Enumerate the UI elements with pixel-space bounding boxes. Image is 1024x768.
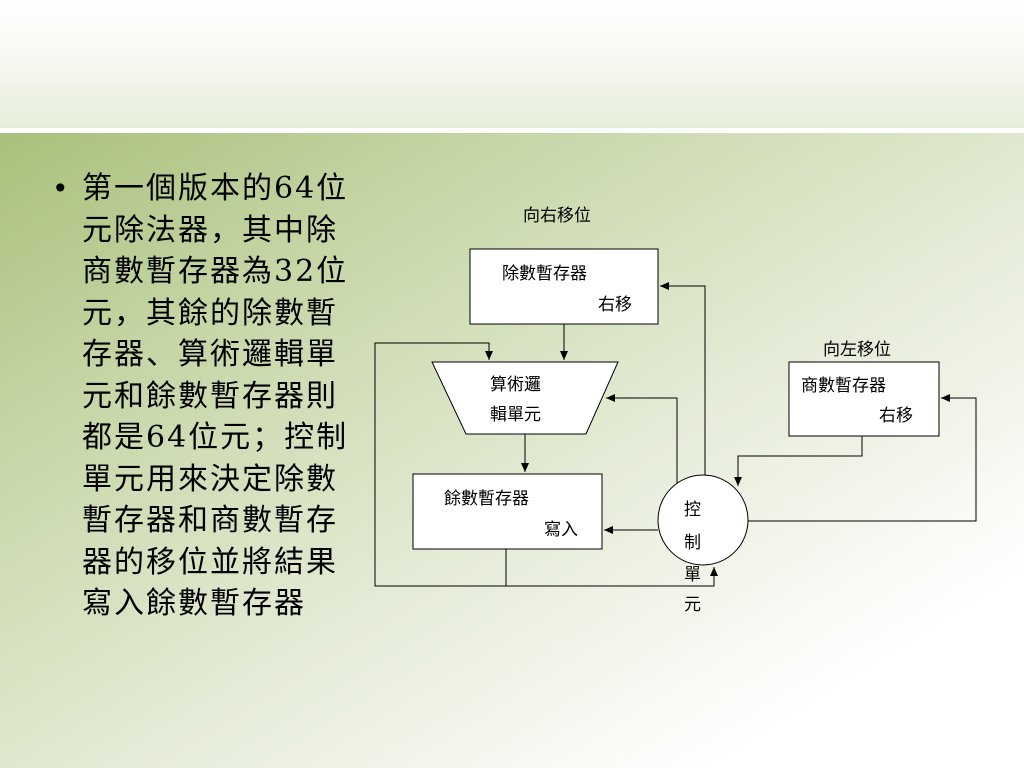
remainder-register-label: 餘數暫存器 xyxy=(444,489,529,509)
arrow-remainder-feedback xyxy=(374,342,507,587)
arrow-control-to-alu xyxy=(606,394,678,483)
bullet-paragraph: • 第一個版本的64位元除法器，其中除商數暫存器為32位元，其餘的除數暫存器、算… xyxy=(52,168,362,625)
divisor-register-label: 除數暫存器 xyxy=(502,264,587,284)
remainder-register-box xyxy=(412,473,603,550)
divisor-register-op: 右移 xyxy=(598,295,632,315)
bullet-icon: • xyxy=(52,172,71,205)
arrow-quotient-to-control xyxy=(734,436,863,486)
arrow-remainder-to-control xyxy=(506,567,718,587)
alu-label-line1: 算術邏 xyxy=(490,375,541,395)
arrow-control-to-divisor xyxy=(660,282,706,475)
quotient-register-label: 商數暫存器 xyxy=(801,376,886,396)
quotient-register-box xyxy=(788,361,940,437)
bullet-text: 第一個版本的64位元除法器，其中除商數暫存器為32位元，其餘的除數暫存器、算術邏… xyxy=(82,171,349,621)
shift-left-label: 向左移位 xyxy=(823,340,891,360)
arrow-control-to-quotient xyxy=(748,394,977,522)
header-divider xyxy=(0,128,1024,133)
divisor-register-box xyxy=(469,248,659,325)
remainder-register-op: 寫入 xyxy=(544,520,578,540)
control-unit-circle xyxy=(657,474,749,566)
quotient-register-op: 右移 xyxy=(879,406,913,426)
slide-content-background xyxy=(0,133,1024,768)
control-unit-char-2: 制 xyxy=(684,533,701,553)
alu-shape xyxy=(431,361,619,435)
alu-label-line2: 輯單元 xyxy=(490,405,541,425)
control-unit-char-4: 元 xyxy=(684,595,701,615)
control-unit-char-3: 單 xyxy=(684,565,701,585)
control-unit-char-1: 控 xyxy=(684,500,701,520)
slide-header-band xyxy=(0,0,1024,128)
shift-right-label: 向右移位 xyxy=(523,206,591,226)
